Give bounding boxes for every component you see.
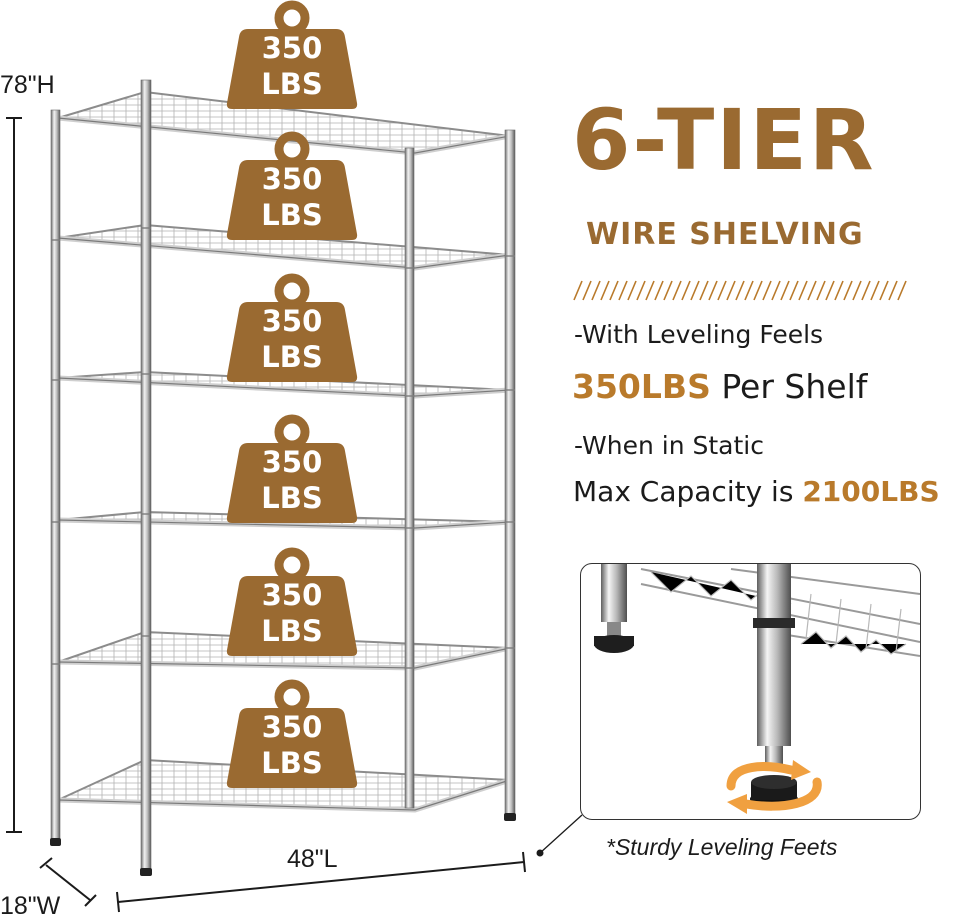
leveling-feet-inset (580, 563, 921, 820)
weight-badge-number: 350 (261, 31, 323, 65)
feature-static: -When in Static (574, 431, 764, 460)
weight-badge-unit: LBS (261, 67, 323, 101)
weight-badge-icon (226, 273, 358, 382)
width-label: 18"W (0, 892, 61, 920)
width-dimension-line (39, 857, 97, 907)
height-dimension-line (6, 117, 22, 833)
length-label: 48"L (287, 845, 338, 873)
weight-badge-icon (226, 131, 358, 240)
headline-title: 6-TIER (572, 91, 876, 189)
weight-badge-unit: LBS (261, 198, 323, 232)
callout-connector (536, 814, 583, 857)
weight-badge-unit: LBS (261, 481, 323, 515)
weight-badge-number: 350 (261, 710, 323, 744)
headline-subtitle: WIRE SHELVING (586, 217, 864, 252)
per-shelf-text: Per Shelf (710, 367, 868, 406)
feature-leveling: -With Leveling Feels (574, 320, 824, 349)
per-shelf-weight: 350LBS (572, 367, 711, 406)
hatched-divider (573, 280, 907, 301)
max-capacity-text: Max Capacity is (573, 475, 803, 508)
weight-badge-number: 350 (261, 162, 323, 196)
feature-per-shelf: 350LBS Per Shelf (572, 370, 867, 403)
weight-badge-icon (226, 679, 358, 788)
inset-caption: *Sturdy Leveling Feets (606, 834, 838, 860)
weight-badge-number: 350 (261, 578, 323, 612)
leveling-foot-closeup-image (594, 564, 920, 814)
weight-badge-unit: LBS (261, 340, 323, 374)
weight-badge-unit: LBS (261, 746, 323, 780)
weight-badge-icon (226, 547, 358, 656)
weight-badge-unit: LBS (261, 614, 323, 648)
height-label: 78"H (0, 71, 55, 99)
weight-badge-number: 350 (261, 445, 323, 479)
shelf-posts (50, 79, 516, 876)
length-dimension-line (116, 851, 526, 913)
feature-max-capacity: Max Capacity is 2100LBS (573, 478, 940, 506)
rotation-arrows-icon (726, 760, 822, 814)
max-capacity-weight: 2100LBS (802, 475, 940, 508)
weight-badge-icon (226, 0, 358, 109)
weight-badge-icon (226, 414, 358, 523)
weight-badge-number: 350 (261, 304, 323, 338)
shelf-tier-3 (57, 370, 511, 399)
